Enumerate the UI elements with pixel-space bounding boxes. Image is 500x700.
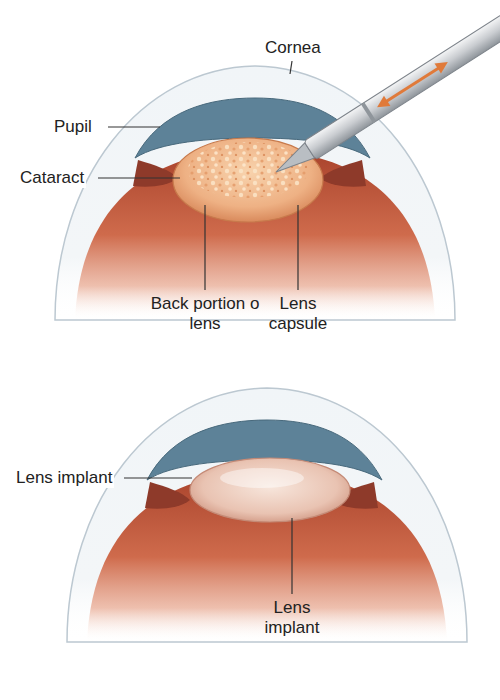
leader-line <box>290 61 292 74</box>
part-label: Cataract <box>18 168 86 188</box>
lens-implant <box>190 458 350 522</box>
leader-line <box>98 177 180 178</box>
motion-arrowhead <box>374 96 391 113</box>
probe-shaft <box>304 1 500 160</box>
leader-line <box>291 518 292 594</box>
part-label: Lens implant <box>14 468 114 488</box>
eye-cross-section <box>67 388 467 642</box>
leader-line <box>297 205 298 290</box>
part-label: Lens capsule <box>260 294 336 334</box>
part-label: Lens implant <box>252 598 332 638</box>
part-label: Back portion o lens <box>149 294 261 334</box>
leader-line <box>124 477 192 478</box>
leader-line <box>108 126 160 127</box>
leader-line <box>204 205 205 290</box>
implant-highlight <box>220 468 304 488</box>
phaco-probe <box>270 1 500 181</box>
part-label: Cornea <box>263 38 323 58</box>
motion-arrowhead <box>435 57 452 74</box>
leader-lines <box>98 61 298 594</box>
cataract-texture <box>188 142 308 198</box>
cataract-lens <box>173 138 323 222</box>
motion-arrow <box>384 66 441 103</box>
part-label: Pupil <box>52 117 94 137</box>
probe-band <box>361 102 376 123</box>
